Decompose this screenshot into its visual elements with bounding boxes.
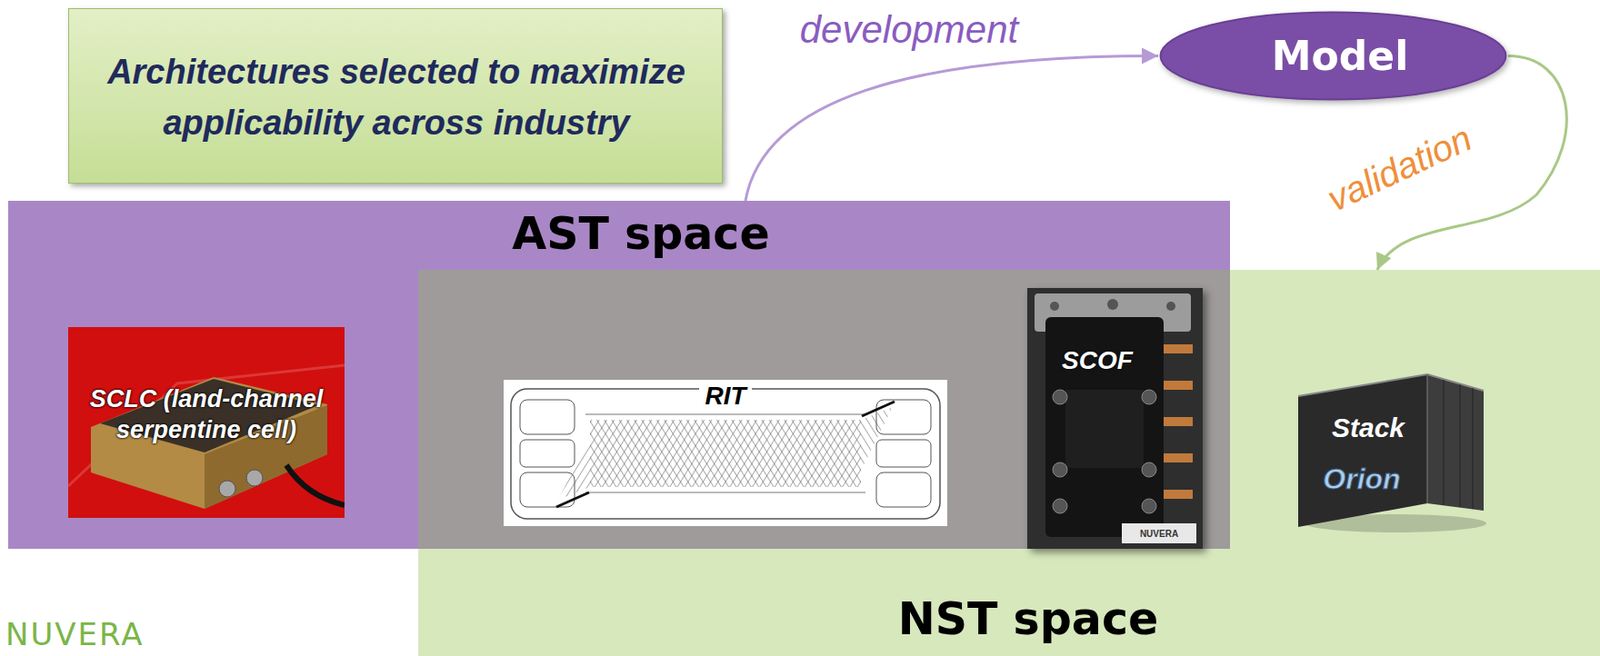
bolt xyxy=(1052,499,1068,514)
model-label: Model xyxy=(1271,32,1409,80)
bolt xyxy=(1052,462,1068,478)
curved-arrow xyxy=(745,56,1159,202)
sclc-photo: SCLC (land-channel serpentine cell) xyxy=(68,327,345,519)
cable xyxy=(286,465,345,506)
frame-hole xyxy=(1107,299,1119,310)
sticker xyxy=(1121,523,1197,544)
photo-ground xyxy=(68,327,345,519)
stack-edge xyxy=(1426,374,1429,504)
bolt xyxy=(1052,390,1068,405)
stack-side xyxy=(1427,374,1484,511)
flow-transition xyxy=(860,407,893,471)
edge-label: development xyxy=(800,8,1020,52)
ast-band: AST space SCLC (land-channel serpentine … xyxy=(8,200,1230,550)
seal-line xyxy=(585,492,866,494)
brand-sticker: NUVERA xyxy=(1140,529,1179,540)
scof-photo: SCOF NUVERA xyxy=(1027,288,1203,550)
photo-label: SCLC (land-channel serpentine cell) xyxy=(71,383,341,446)
copper-tab xyxy=(1163,417,1193,427)
port xyxy=(876,440,931,468)
copper-tab xyxy=(1163,490,1193,500)
nst-band-fill xyxy=(418,270,1600,656)
gasket-mark xyxy=(556,492,590,508)
photo-label: SCOF xyxy=(1061,346,1133,376)
fitting xyxy=(246,470,263,487)
band-title: NST space xyxy=(898,593,1159,646)
fitting xyxy=(219,480,236,498)
company-logo: NUVERA xyxy=(5,618,145,651)
bolt xyxy=(1141,390,1157,405)
note-box: Architectures selected to maximize appli… xyxy=(68,8,723,184)
bolt xyxy=(1141,462,1157,478)
port xyxy=(520,400,575,435)
model-ellipse: Model xyxy=(1158,10,1509,102)
black-plate xyxy=(1045,317,1164,538)
ellipse-fill xyxy=(1160,12,1507,100)
seal-line xyxy=(585,414,866,416)
stack-rib xyxy=(1443,380,1445,506)
stack-rib xyxy=(1472,388,1474,510)
port xyxy=(520,440,575,468)
flow-transition xyxy=(558,436,590,500)
drawing-ground xyxy=(503,380,948,527)
bolt xyxy=(1141,499,1157,514)
copper-tab xyxy=(1163,344,1193,354)
stack-box xyxy=(1290,367,1490,536)
scof-photo xyxy=(1027,288,1203,550)
stack-front xyxy=(1298,374,1428,528)
stack-rib xyxy=(1460,384,1461,508)
gasket-mark xyxy=(861,401,895,417)
edge-label: validation xyxy=(1321,117,1479,220)
stack-label: Stack xyxy=(1331,412,1405,444)
drawing-label: RIT xyxy=(699,381,751,411)
copper-tab xyxy=(1163,380,1193,390)
note-text: Architectures selected to maximize appli… xyxy=(87,46,706,149)
overlap-fill xyxy=(418,270,1230,550)
nst-band: NST space StackOrion xyxy=(418,270,1600,656)
copper-tab xyxy=(1163,453,1193,463)
brand-logo: Orion xyxy=(1322,462,1400,497)
frame-hole xyxy=(1166,301,1176,311)
photo-ground xyxy=(1027,288,1203,550)
plate-recess xyxy=(1065,390,1144,469)
flow-field xyxy=(590,420,861,488)
rit-drawing: RIT xyxy=(503,380,948,527)
port xyxy=(876,472,931,508)
frame-hole xyxy=(1050,301,1060,311)
flow-field xyxy=(590,420,861,488)
stack-edge xyxy=(1298,374,1484,397)
stack-box: StackOrion xyxy=(1290,367,1490,536)
band-title: AST space xyxy=(511,208,770,260)
